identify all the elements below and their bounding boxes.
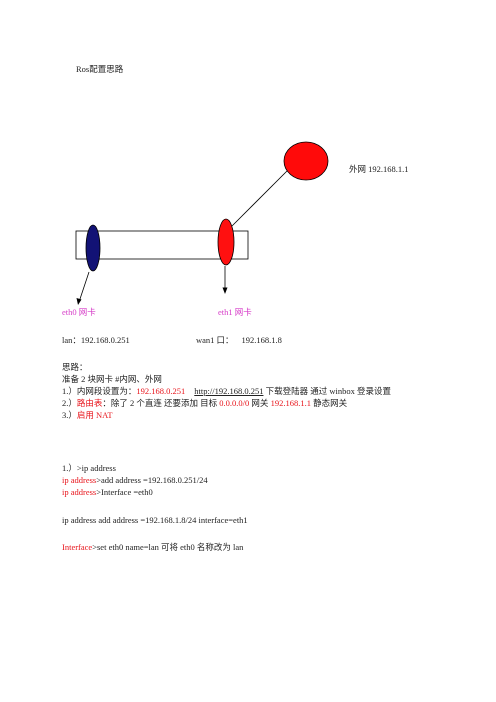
command-4: ip address add address =192.168.1.8/24 i… <box>62 515 248 525</box>
eth0-port <box>85 224 101 272</box>
command-5: Interface>set eth0 name=lan 可将 eth0 名称改为… <box>62 542 243 552</box>
command-2-context: ip address <box>62 475 97 485</box>
wan-address-line: wan1 口： 192.168.1.8 <box>196 335 282 345</box>
wan-prefix: wan1 口： <box>196 335 234 345</box>
step-1: 1.）内网段设置为：192.168.0.251 http://192.168.0.… <box>62 386 391 396</box>
steps-heading: 思路： <box>62 362 88 372</box>
lan-address-line: lan：192.168.0.251 <box>62 335 130 345</box>
step-2: 2.）路由表：除了 2 个直连 还要添加 目标 0.0.0.0/0 网关 192… <box>62 398 347 408</box>
command-2: ip address>add address =192.168.0.251/24 <box>62 475 208 485</box>
step-2-route: 路由表 <box>76 398 103 408</box>
lan-prefix: lan： <box>62 335 81 345</box>
eth1-arrow-head <box>222 287 228 294</box>
step-1-suffix: 下载登陆器 通过 winbox 登录设置 <box>263 386 391 396</box>
page-title: Ros配置思路 <box>76 64 124 74</box>
step-1-link[interactable]: http://192.168.0.251 <box>194 386 264 396</box>
eth1-port <box>217 218 235 266</box>
command-1-prefix: 1.） <box>62 463 77 473</box>
step-2-tail: 静态网关 <box>310 398 348 408</box>
lan-ip: 192.168.0.251 <box>80 335 130 345</box>
external-network-label: 外网 192.168.1.1 <box>349 164 409 174</box>
eth0-label: eth0 网卡 <box>62 307 96 317</box>
step-1-prefix: 1.）内网段设置为： <box>62 386 137 396</box>
step-2-dst: 0.0.0.0/0 <box>219 398 250 408</box>
command-1: 1.）>ip address <box>62 463 116 473</box>
step-2-num: 2.） <box>62 398 77 408</box>
network-diagram <box>75 141 329 305</box>
command-3-rest: >Interface =eth0 <box>96 487 153 497</box>
step-2-mid: ：除了 2 个直连 还要添加 目标 <box>102 398 220 408</box>
external-router-node <box>283 141 329 181</box>
command-3: ip address>Interface =eth0 <box>62 487 153 497</box>
step-1-ip: 192.168.0.251 <box>136 386 186 396</box>
step-2-gw-label: 网关 <box>249 398 271 408</box>
eth0-arrow-head <box>76 298 82 305</box>
step-3-num: 3.） <box>62 410 77 420</box>
step-2-gw: 192.168.1.1 <box>270 398 311 408</box>
uplink-line <box>231 166 292 227</box>
wan-ip: 192.168.1.8 <box>241 335 282 345</box>
command-1-text: >ip address <box>76 463 116 473</box>
eth1-label: eth1 网卡 <box>218 307 252 317</box>
command-2-rest: >add address =192.168.0.251/24 <box>96 475 208 485</box>
steps-prep: 准备 2 块网卡 #内网、外网 <box>62 374 162 384</box>
command-3-context: ip address <box>62 487 97 497</box>
step-3: 3.）启用 NAT <box>62 410 113 420</box>
eth0-arrow <box>78 271 90 303</box>
command-5-rest: >set eth0 name=lan 可将 eth0 名称改为 lan <box>92 542 244 552</box>
router-box <box>75 230 249 260</box>
command-5-context: Interface <box>62 542 93 552</box>
step-3-text: 启用 NAT <box>76 410 113 420</box>
